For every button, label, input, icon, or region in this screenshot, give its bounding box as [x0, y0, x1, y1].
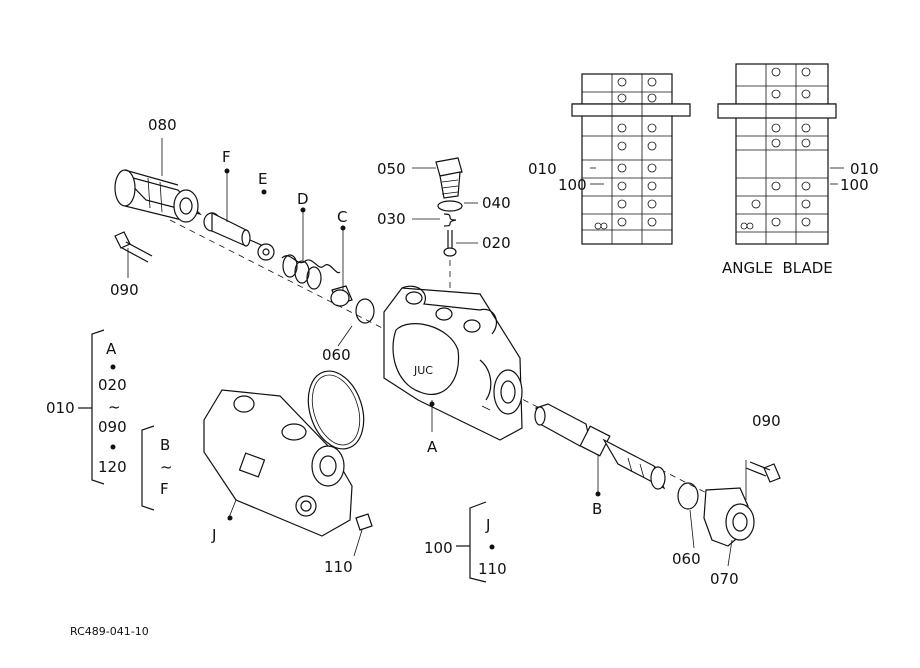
valve-stack-right	[717, 63, 837, 245]
label-060-right: 060	[672, 550, 701, 568]
part-060-oring-right	[677, 482, 699, 510]
label-110: 110	[324, 558, 353, 576]
label-A: A	[427, 438, 438, 456]
label-B: B	[592, 500, 602, 518]
part-040-oring	[437, 200, 463, 212]
group-010-sub-tilde: ~	[160, 458, 173, 476]
label-100-right: 100	[840, 176, 869, 194]
group-010-tilde1: ~	[108, 398, 121, 416]
label-080: 080	[148, 116, 177, 134]
label-D: D	[297, 190, 309, 208]
part-B-spool	[534, 403, 666, 497]
label-020: 020	[482, 234, 511, 252]
part-C-plug	[330, 225, 353, 307]
label-F: F	[222, 148, 231, 166]
label-090-left: 090	[110, 281, 139, 299]
label-100-bottom: 100	[424, 539, 453, 557]
valve-stack-left	[571, 73, 691, 245]
part-020-poppet	[443, 230, 457, 257]
group-010-mid2: 090	[98, 418, 127, 436]
label-010-top: 010	[528, 160, 557, 178]
bracket-100	[456, 501, 495, 583]
part-080-cap	[114, 138, 202, 223]
body-J	[203, 389, 353, 537]
part-oring-large	[307, 370, 365, 450]
part-D-spring	[257, 207, 341, 290]
part-F-stem	[203, 168, 269, 249]
label-060-mid: 060	[322, 346, 351, 364]
valve-stack-left-holes	[594, 77, 657, 230]
part-110-plug	[353, 513, 373, 557]
angle-blade-caption: ANGLE BLADE	[722, 259, 833, 277]
part-030-spring	[443, 213, 457, 227]
group-010-sub-top: B	[160, 436, 170, 454]
part-070-endcap	[703, 487, 755, 567]
label-090-right: 090	[752, 412, 781, 430]
group-010-bot: 120	[98, 458, 127, 476]
valve-stack-right-holes	[740, 67, 811, 230]
valve-body-A: JUC	[383, 285, 523, 441]
label-050: 050	[377, 160, 406, 178]
group-100-top: J	[485, 516, 490, 534]
label-030: 030	[377, 210, 406, 228]
part-E-dot	[261, 189, 267, 195]
part-050-plug	[435, 157, 463, 199]
part-060-oring	[355, 298, 375, 324]
body-emblem: JUC	[413, 364, 433, 377]
group-010-top: A	[106, 340, 117, 358]
label-010-right: 010	[850, 160, 879, 178]
label-100-top: 100	[558, 176, 587, 194]
group-100-bot: 110	[478, 560, 507, 578]
drawing-code: RC489-041-10	[70, 625, 149, 638]
label-J: J	[211, 526, 216, 544]
group-010-mid1: 020	[98, 376, 127, 394]
bracket-010	[78, 329, 155, 511]
part-090-bolt-right	[745, 460, 781, 500]
label-C: C	[337, 208, 347, 226]
label-040: 040	[482, 194, 511, 212]
part-090-bolt-left	[114, 231, 153, 278]
label-070: 070	[710, 570, 739, 588]
group-010-sub-bot: F	[160, 480, 169, 498]
label-E: E	[258, 170, 267, 188]
label-010-left: 010	[46, 399, 75, 417]
